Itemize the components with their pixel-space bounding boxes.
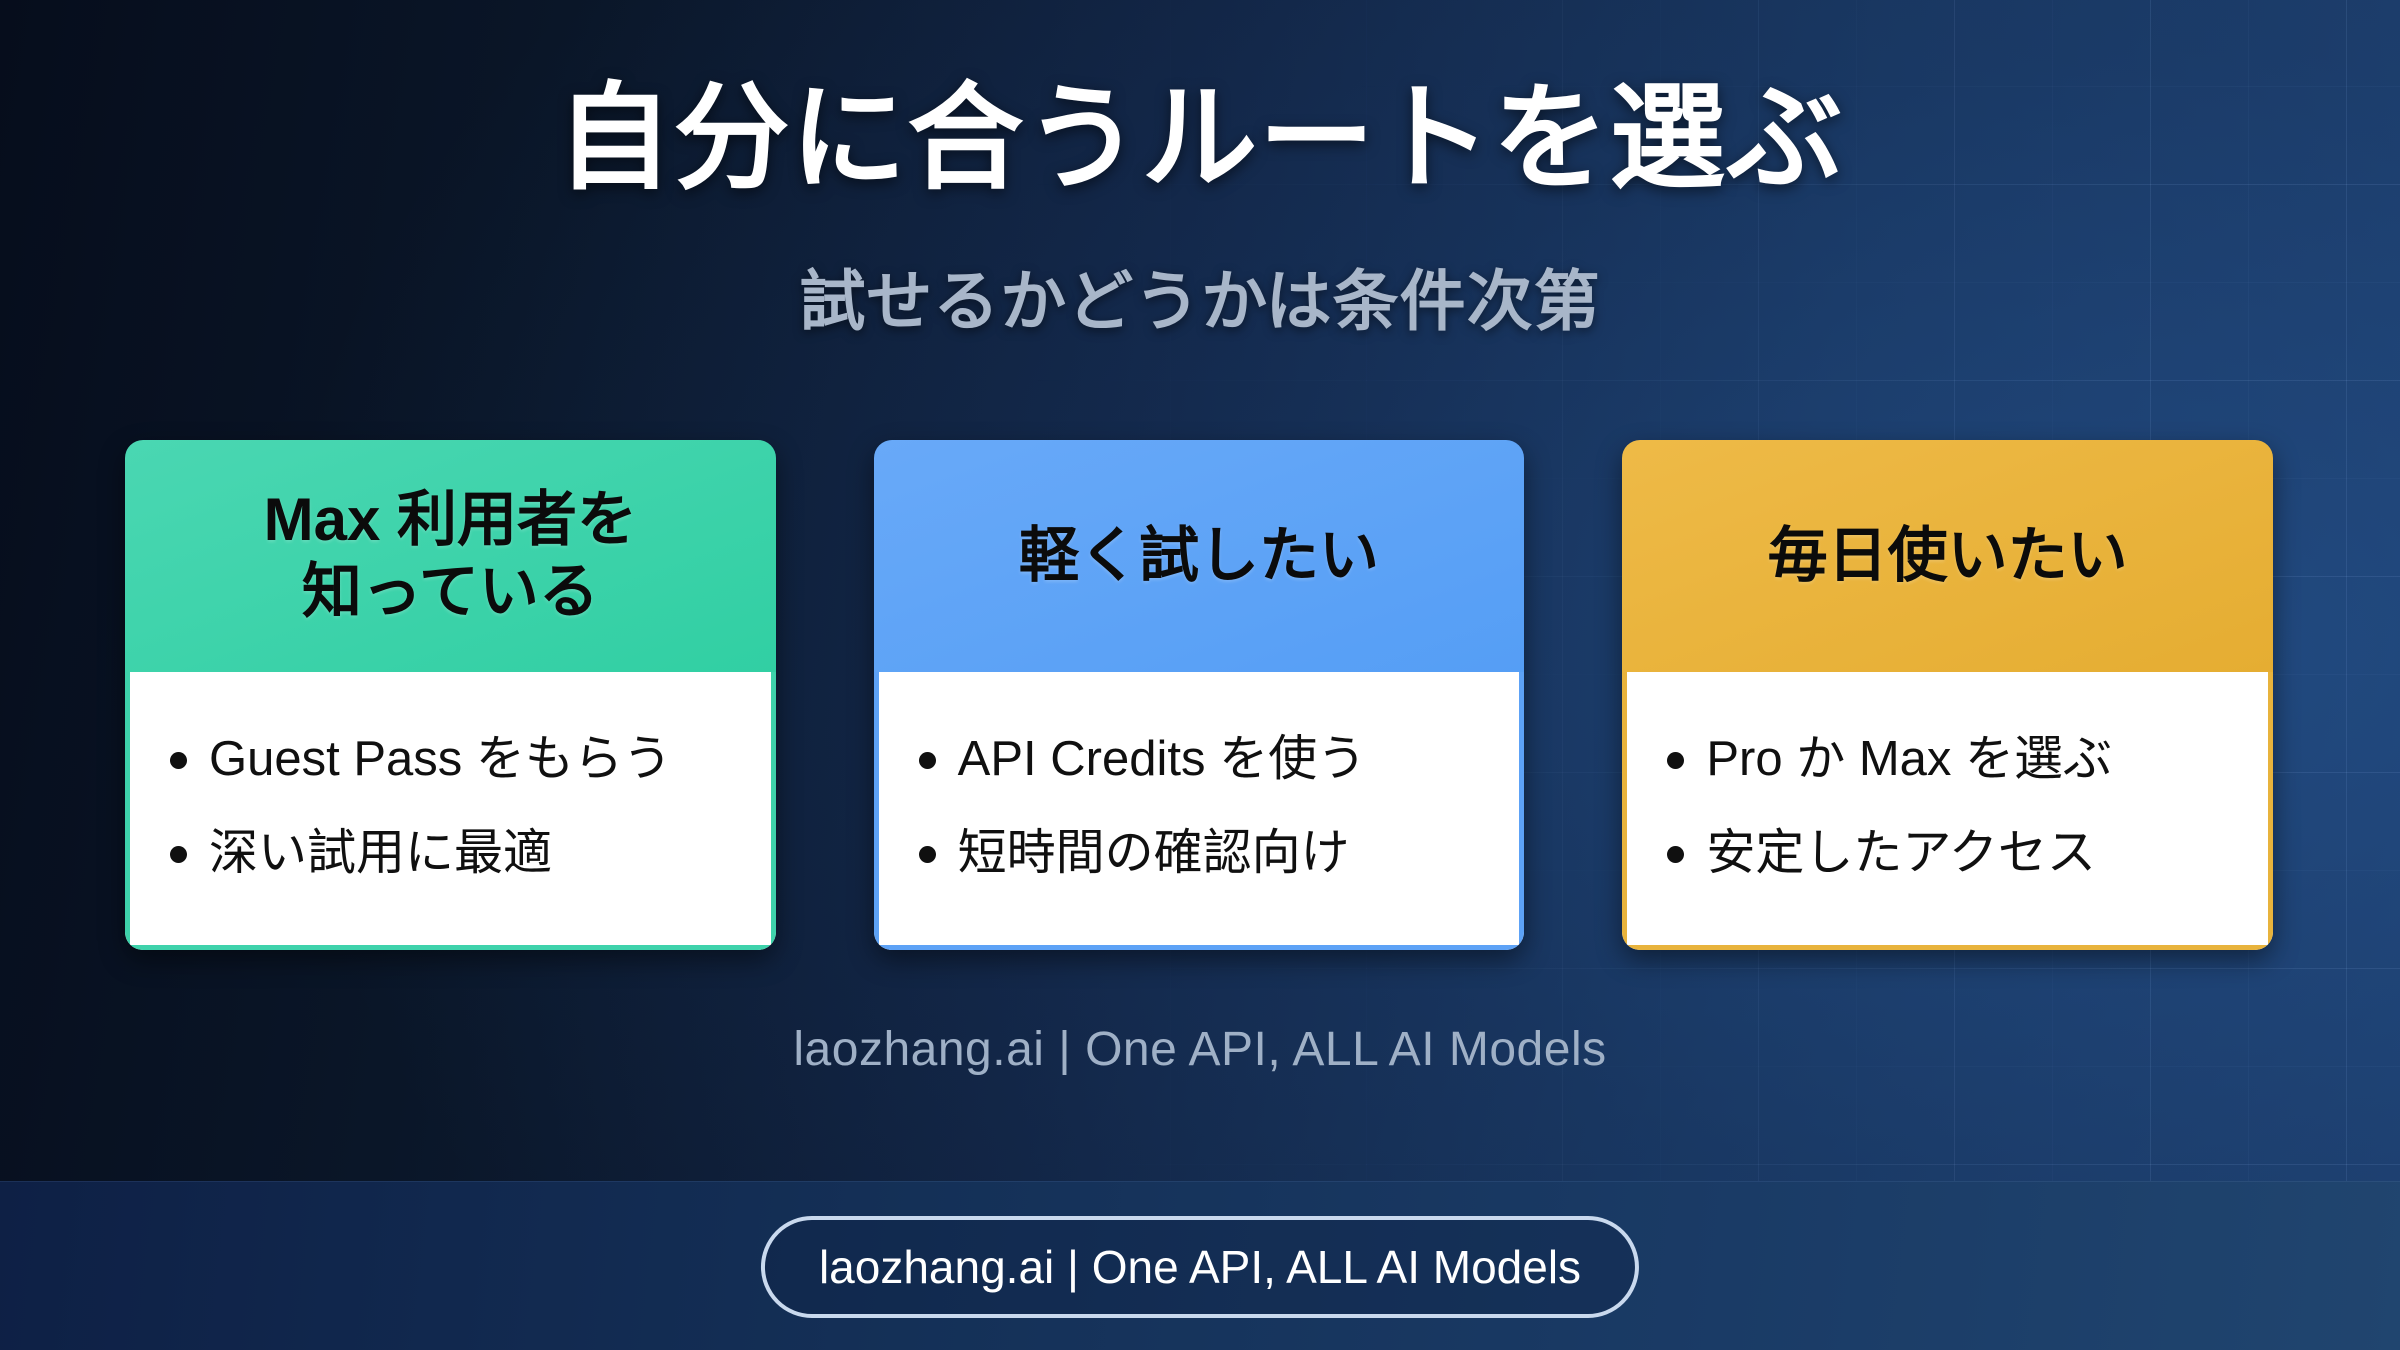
brand-line: laozhang.ai | One API, ALL AI Models bbox=[793, 1023, 1607, 1076]
card-max-user[interactable]: Max 利用者を 知っている Guest Pass をもらう 深い試用に最適 bbox=[125, 440, 776, 950]
list-item-label: Pro か Max を選ぶ bbox=[1706, 731, 2113, 786]
page-title: 自分に合うルートを選ぶ bbox=[556, 73, 1844, 203]
card-header-max-user: Max 利用者を 知っている bbox=[125, 440, 776, 672]
bullet-dot-icon bbox=[918, 845, 936, 863]
card-group: Max 利用者を 知っている Guest Pass をもらう 深い試用に最適 軽… bbox=[125, 440, 2274, 950]
card-header-line1: Max 利用者を bbox=[263, 486, 638, 553]
card-body-max-user: Guest Pass をもらう 深い試用に最適 bbox=[125, 672, 776, 950]
list-item: 安定したアクセス bbox=[1667, 824, 2238, 884]
list-item-label: 安定したアクセス bbox=[1706, 825, 2096, 880]
bullet-dot-icon bbox=[1667, 751, 1685, 769]
card-header-line1: 毎日使いたい bbox=[1767, 522, 2128, 589]
bullet-dot-icon bbox=[170, 751, 187, 769]
list-item: 短時間の確認向け bbox=[918, 824, 1490, 884]
footer-band: laozhang.ai | One API, ALL AI Models bbox=[0, 1181, 2400, 1350]
bullet-dot-icon bbox=[918, 751, 936, 769]
list-item: Guest Pass をもらう bbox=[170, 730, 741, 790]
card-header-line1: 軽く試したい bbox=[1019, 522, 1379, 589]
list-item-label: 短時間の確認向け bbox=[957, 825, 1350, 880]
bullet-dot-icon bbox=[1667, 845, 1685, 863]
card-header-line2: 知っている bbox=[301, 558, 599, 625]
list-item: 深い試用に最適 bbox=[170, 824, 741, 884]
bullet-dot-icon bbox=[170, 845, 187, 863]
list-item-label: API Credits を使う bbox=[957, 731, 1367, 786]
card-header-daily-use: 毎日使いたい bbox=[1622, 440, 2274, 672]
list-item-label: Guest Pass をもらう bbox=[209, 731, 672, 786]
status-badge: laozhang.ai | One API, ALL AI Models bbox=[760, 1216, 1640, 1318]
page-subtitle: 試せるかどうかは条件次第 bbox=[799, 264, 1601, 338]
card-body-light-trial: API Credits を使う 短時間の確認向け bbox=[873, 672, 1525, 950]
list-item: API Credits を使う bbox=[918, 730, 1490, 790]
card-body-daily-use: Pro か Max を選ぶ 安定したアクセス bbox=[1622, 672, 2274, 950]
card-light-trial[interactable]: 軽く試したい API Credits を使う 短時間の確認向け bbox=[873, 440, 1525, 950]
card-daily-use[interactable]: 毎日使いたい Pro か Max を選ぶ 安定したアクセス bbox=[1622, 440, 2274, 950]
card-header-light-trial: 軽く試したい bbox=[873, 440, 1525, 672]
list-item-label: 深い試用に最適 bbox=[209, 825, 553, 880]
list-item: Pro か Max を選ぶ bbox=[1667, 730, 2238, 790]
